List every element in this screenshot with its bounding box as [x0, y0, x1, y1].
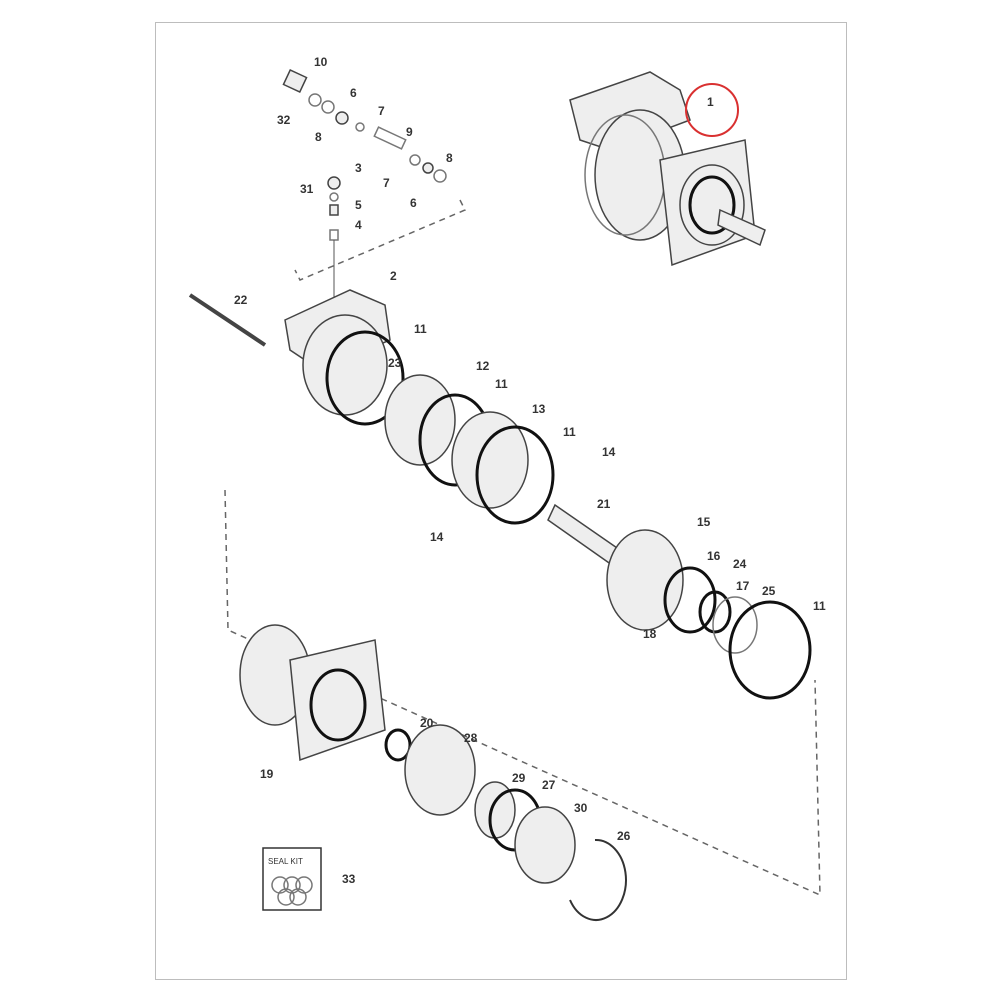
callout: 1 — [707, 95, 714, 109]
callout: 8 — [446, 151, 453, 165]
callout: 7 — [383, 176, 390, 190]
callout: 17 — [736, 579, 750, 593]
callout: 12 — [476, 359, 490, 373]
callout: 33 — [342, 872, 356, 886]
plate-12 — [384, 374, 456, 466]
callout: 18 — [643, 627, 657, 641]
callout: 14 — [430, 530, 444, 544]
callout: 19 — [260, 767, 274, 781]
o-ring-11a — [325, 330, 405, 426]
callout: 30 — [574, 801, 588, 815]
callout: 14 — [602, 445, 616, 459]
callout: 6 — [350, 86, 357, 100]
callout: 27 — [542, 778, 556, 792]
callout: 13 — [532, 402, 546, 416]
bearing-housing — [239, 624, 386, 762]
seal-kit-icon: SEAL KIT — [262, 847, 322, 911]
callout: 16 — [707, 549, 721, 563]
callout: 11 — [495, 377, 508, 391]
retaining-ring-26 — [569, 838, 627, 921]
callout: 28 — [464, 731, 478, 745]
callout: 10 — [314, 55, 328, 69]
callout: 23 — [388, 356, 402, 370]
dashed-guide-lower — [224, 489, 821, 897]
callout: 11 — [813, 599, 826, 613]
callout: 3 — [355, 161, 362, 175]
callout: 5 — [355, 198, 362, 212]
callout: 26 — [617, 829, 631, 843]
valve-components — [282, 68, 447, 300]
valve-housing — [188, 289, 391, 416]
callout: 24 — [733, 557, 747, 571]
callout: 9 — [406, 125, 413, 139]
callout: 21 — [597, 497, 611, 511]
callout: 29 — [512, 771, 526, 785]
callout: 8 — [315, 130, 322, 144]
callout: 2 — [390, 269, 397, 283]
callout: 7 — [378, 104, 385, 118]
highlight-circle — [685, 83, 739, 137]
o-ring-11d — [728, 600, 812, 700]
assembled-motor-image — [569, 71, 766, 267]
callout: 4 — [355, 218, 362, 232]
callout: 6 — [410, 196, 417, 210]
callout: 15 — [697, 515, 711, 529]
callout: 22 — [234, 293, 248, 307]
bearing-28 — [404, 724, 476, 816]
callout: 25 — [762, 584, 776, 598]
callout: 32 — [277, 113, 291, 127]
svg-text:SEAL KIT: SEAL KIT — [268, 857, 303, 866]
shaft-21 — [547, 503, 621, 567]
callout: 20 — [420, 716, 434, 730]
gerotor-13 — [451, 411, 529, 509]
o-ring-11c — [475, 425, 555, 525]
callout: 31 — [300, 182, 314, 196]
dashed-guide — [294, 199, 467, 281]
callout: 11 — [414, 322, 427, 336]
callout: 11 — [563, 425, 576, 439]
callout-labels: 1 2 3 4 5 6 6 7 7 8 8 9 10 11 11 11 11 1… — [234, 55, 826, 886]
